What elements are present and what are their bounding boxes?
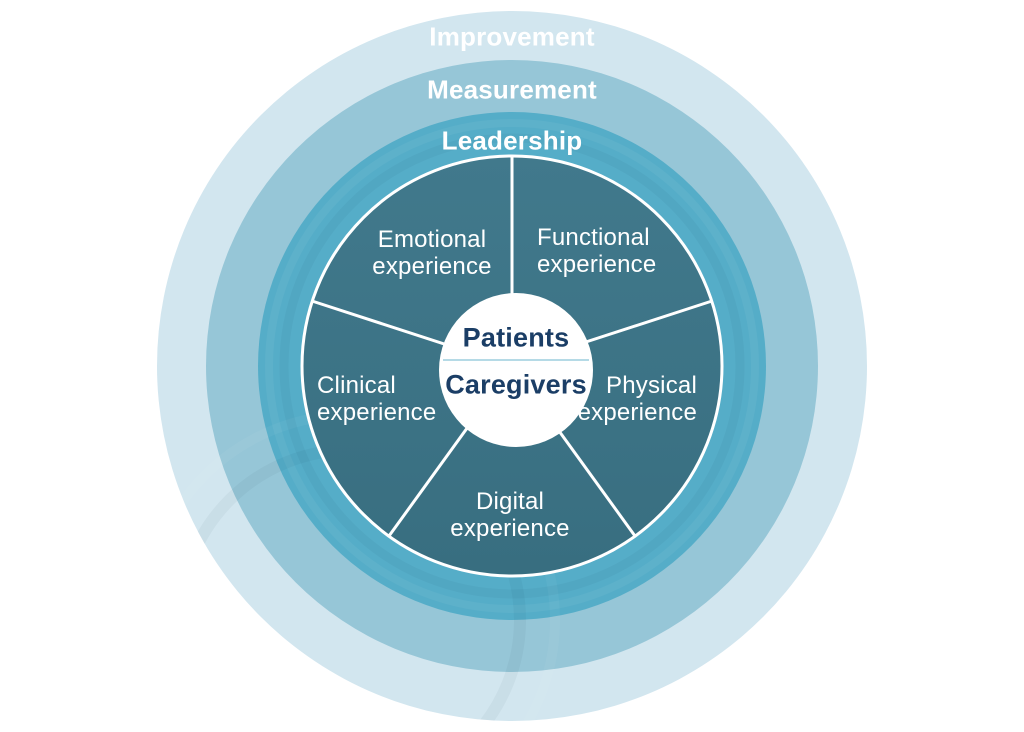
segment-label-functional-experience: Functional experience (537, 224, 657, 278)
segment-label-physical-experience: Physical experience (577, 372, 697, 426)
center-label-patients: Patients (462, 322, 570, 353)
center-hub-circle (439, 293, 593, 447)
ring-label-measurement: Measurement (427, 74, 597, 105)
segment-label-clinical-experience: Clinical experience (317, 372, 437, 426)
ring-label-leadership: Leadership (441, 125, 583, 156)
segment-label-emotional-experience: Emotional experience (372, 226, 492, 280)
ring-label-improvement: Improvement (429, 21, 595, 52)
center-label-caregivers: Caregivers (445, 369, 587, 400)
segment-label-digital-experience: Digital experience (450, 488, 570, 542)
